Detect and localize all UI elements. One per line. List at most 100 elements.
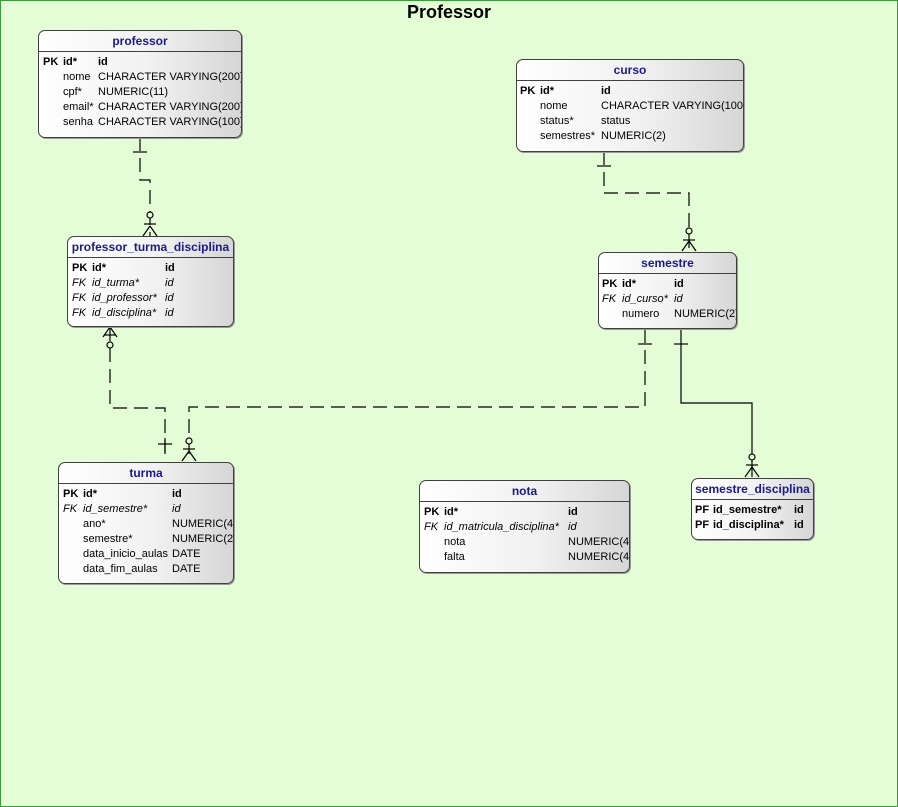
table-row: PK id* id	[599, 277, 736, 292]
table-row: PK id* id	[59, 487, 233, 502]
column-name: ano*	[83, 518, 106, 530]
table-curso[interactable]: curso PK id* id nome CHARACTER VARYING(1…	[516, 59, 744, 152]
table-semestre[interactable]: semestre PK id* id FK id_curso* id numer…	[598, 252, 737, 329]
column-type: id	[172, 503, 181, 515]
column-type: CHARACTER VARYING(100)	[98, 116, 242, 128]
table-row: falta NUMERIC(4)	[420, 550, 629, 565]
table-row: data_inicio_aulas DATE	[59, 547, 233, 562]
column-name: id_semestre*	[83, 503, 148, 515]
column-name: id*	[622, 278, 637, 290]
column-name: id_disciplina*	[713, 519, 784, 531]
table-semestre-disciplina[interactable]: semestre_disciplina PF id_semestre* id P…	[691, 478, 814, 540]
column-name: id_disciplina*	[92, 307, 157, 319]
column-name: id_semestre*	[713, 504, 782, 516]
rel-professor-ptd	[133, 137, 158, 237]
column-name: nome	[63, 71, 91, 83]
column-type: id	[165, 307, 174, 319]
table-title: professor_turma_disciplina	[68, 237, 233, 258]
table-nota[interactable]: nota PK id* id FK id_matricula_disciplin…	[419, 480, 630, 573]
table-row: nome CHARACTER VARYING(100)	[517, 99, 743, 114]
diagram-title: Professor	[406, 2, 492, 22]
column-name: status*	[540, 115, 574, 127]
table-row: PK id* id	[517, 84, 743, 99]
column-name: data_fim_aulas	[83, 563, 158, 575]
table-row: PF id_disciplina* id	[692, 518, 813, 533]
rel-ptd-turma	[102, 325, 172, 461]
table-row: nota NUMERIC(4)	[420, 535, 629, 550]
column-type: id	[165, 277, 174, 289]
column-type: id	[98, 56, 108, 68]
column-name: nota	[444, 536, 466, 548]
rel-curso-semestre	[597, 151, 697, 252]
rel-semestre-turma	[181, 329, 652, 462]
column-name: falta	[444, 551, 465, 563]
column-type: NUMERIC(2)	[601, 130, 666, 142]
column-key: PF	[695, 519, 710, 531]
column-name: senha	[63, 116, 93, 128]
table-professor-turma-disciplina[interactable]: professor_turma_disciplina PK id* id FK …	[67, 236, 234, 327]
column-name: id_professor*	[92, 292, 157, 304]
table-row: senha CHARACTER VARYING(100)	[39, 115, 241, 130]
column-type: DATE	[172, 548, 201, 560]
column-type: id	[794, 519, 804, 531]
column-type: id	[172, 488, 182, 500]
column-name: data_inicio_aulas	[83, 548, 169, 560]
column-name: cpf*	[63, 86, 82, 98]
column-type: NUMERIC(4)	[172, 518, 234, 530]
table-title: turma	[59, 463, 233, 484]
column-type: NUMERIC(4)	[568, 551, 630, 563]
table-row: semestres* NUMERIC(2)	[517, 129, 743, 144]
column-type: NUMERIC(2)	[172, 533, 234, 545]
column-type: CHARACTER VARYING(200)	[98, 101, 242, 113]
table-row: PK id* id	[420, 505, 629, 520]
table-row: PF id_semestre* id	[692, 503, 813, 518]
column-name: semestre*	[83, 533, 133, 545]
column-type: NUMERIC(2)	[674, 308, 737, 320]
column-name: id_turma*	[92, 277, 140, 289]
column-type: id	[568, 521, 577, 533]
table-row: nome CHARACTER VARYING(200)	[39, 70, 241, 85]
table-turma[interactable]: turma PK id* id FK id_semestre* id ano* …	[58, 462, 234, 584]
table-title: semestre_disciplina	[692, 479, 813, 500]
column-name: semestres*	[540, 130, 596, 142]
table-title: nota	[420, 481, 629, 502]
table-row: PK id* id	[39, 55, 241, 70]
column-type: id	[674, 278, 684, 290]
column-name: id*	[63, 56, 78, 68]
column-type: id	[568, 506, 578, 518]
table-title: professor	[39, 31, 241, 52]
table-row: FK id_disciplina* id	[68, 306, 233, 321]
column-name: id*	[92, 262, 107, 274]
column-key: FK	[63, 503, 78, 515]
column-name: id_matricula_disciplina*	[444, 521, 559, 533]
table-row: semestre* NUMERIC(2)	[59, 532, 233, 547]
rel-semestre-semestre-disciplina	[674, 329, 760, 478]
column-key: FK	[72, 277, 87, 289]
column-type: id	[794, 504, 804, 516]
table-professor[interactable]: professor PK id* id nome CHARACTER VARYI…	[38, 30, 242, 138]
column-key: PK	[424, 506, 440, 518]
column-type: CHARACTER VARYING(100)	[601, 100, 744, 112]
table-row: FK id_matricula_disciplina* id	[420, 520, 629, 535]
table-row: PK id* id	[68, 261, 233, 276]
column-type: NUMERIC(4)	[568, 536, 630, 548]
column-key: PK	[520, 85, 536, 97]
column-key: FK	[602, 293, 617, 305]
column-key: PK	[602, 278, 618, 290]
table-row: FK id_professor* id	[68, 291, 233, 306]
table-row: FK id_turma* id	[68, 276, 233, 291]
table-row: cpf* NUMERIC(11)	[39, 85, 241, 100]
column-type: DATE	[172, 563, 201, 575]
column-key: PK	[63, 488, 79, 500]
column-key: PK	[43, 56, 59, 68]
table-title: curso	[517, 60, 743, 81]
table-row: data_fim_aulas DATE	[59, 562, 233, 577]
column-name: email*	[63, 101, 94, 113]
column-key: FK	[72, 292, 87, 304]
table-row: FK id_semestre* id	[59, 502, 233, 517]
column-key: PF	[695, 504, 710, 516]
column-type: status	[601, 115, 631, 127]
column-name: id_curso*	[622, 293, 668, 305]
table-row: ano* NUMERIC(4)	[59, 517, 233, 532]
column-type: id	[601, 85, 611, 97]
